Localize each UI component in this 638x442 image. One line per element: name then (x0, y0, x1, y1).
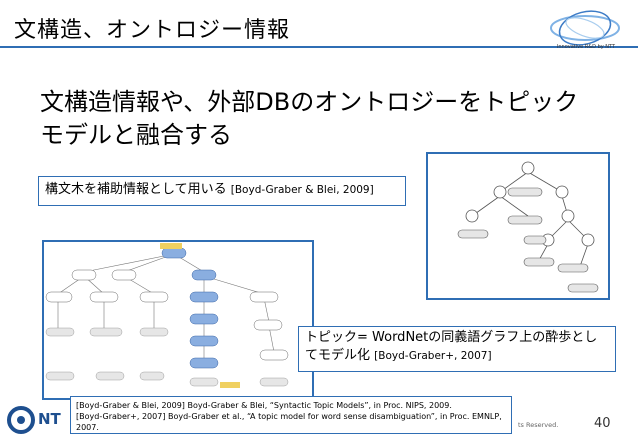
topic-callout-ref: [Boyd-Graber+, 2007] (374, 350, 492, 362)
lda-word (557, 263, 589, 273)
lda-word (523, 235, 547, 245)
word-node (259, 377, 289, 387)
struct-callout-ref: [Boyd-Graber & Blei, 2009] (230, 184, 374, 196)
word-node (45, 327, 75, 337)
synset-node (139, 291, 169, 303)
synset-node (189, 335, 219, 347)
word-node (45, 371, 75, 381)
title-rule (0, 46, 638, 48)
lda-word (523, 257, 555, 267)
main-heading: 文構造情報や、外部DBのオントロジーをトピックモデルと融合する (40, 88, 579, 149)
ntt-logo-icon (7, 406, 35, 434)
word-node (139, 327, 169, 337)
lda-node (465, 209, 479, 223)
word-node (89, 327, 123, 337)
lda-word (567, 283, 599, 293)
topic-callout-text: トピック= WordNetの同義語グラフ上の酔歩としてモデル化 (305, 330, 598, 363)
lda-node (581, 233, 595, 247)
lda-graph (457, 161, 599, 293)
synset-graph (45, 243, 289, 388)
lda-word (507, 215, 543, 225)
lda-node (561, 209, 575, 223)
legend-word (220, 382, 240, 388)
lda-word (507, 187, 543, 197)
lda-node (493, 185, 507, 199)
references-box: [Boyd-Graber & Blei, 2009] Boyd-Graber &… (70, 396, 512, 434)
synset-node (189, 313, 219, 325)
copyright: ts Reserved. (518, 421, 559, 429)
synset-node (259, 349, 289, 361)
ntt-logo (6, 405, 70, 435)
synset-node (111, 269, 137, 281)
struct-callout: 構文木を補助情報として用いる [Boyd-Graber & Blei, 2009… (38, 176, 406, 206)
synset-node (45, 291, 73, 303)
synset-node (191, 269, 217, 281)
legend-synset (160, 243, 182, 249)
word-node (95, 371, 125, 381)
ntt-logo-text: NT (38, 410, 61, 428)
lda-node (555, 185, 569, 199)
struct-callout-text: 構文木を補助情報として用いる (45, 182, 231, 197)
slide-title: 文構造、オントロジー情報 (14, 18, 291, 43)
reference-item: [Boyd-Graber & Blei, 2009] Boyd-Graber &… (76, 401, 452, 410)
innovation-logo-icon (550, 10, 620, 46)
synset-node (89, 291, 119, 303)
lda-node (521, 161, 535, 175)
lda-word (457, 229, 489, 239)
synset-node (189, 291, 219, 303)
lda-figure (426, 152, 610, 300)
synset-node (253, 319, 283, 331)
reference-item: [Boyd-Graber+, 2007] Boyd-Graber et al.,… (76, 412, 502, 432)
synset-node (249, 291, 279, 303)
synset-node (189, 357, 219, 369)
word-node (139, 371, 165, 381)
page-number: 40 (594, 416, 611, 431)
topic-callout: トピック= WordNetの同義語グラフ上の酔歩としてモデル化 [Boyd-Gr… (298, 326, 616, 372)
word-node (189, 377, 219, 387)
logo-tagline: Innovative R&D by NTT (556, 44, 616, 50)
synset-node (71, 269, 97, 281)
synset-figure (42, 240, 314, 400)
synset-node (161, 247, 187, 259)
